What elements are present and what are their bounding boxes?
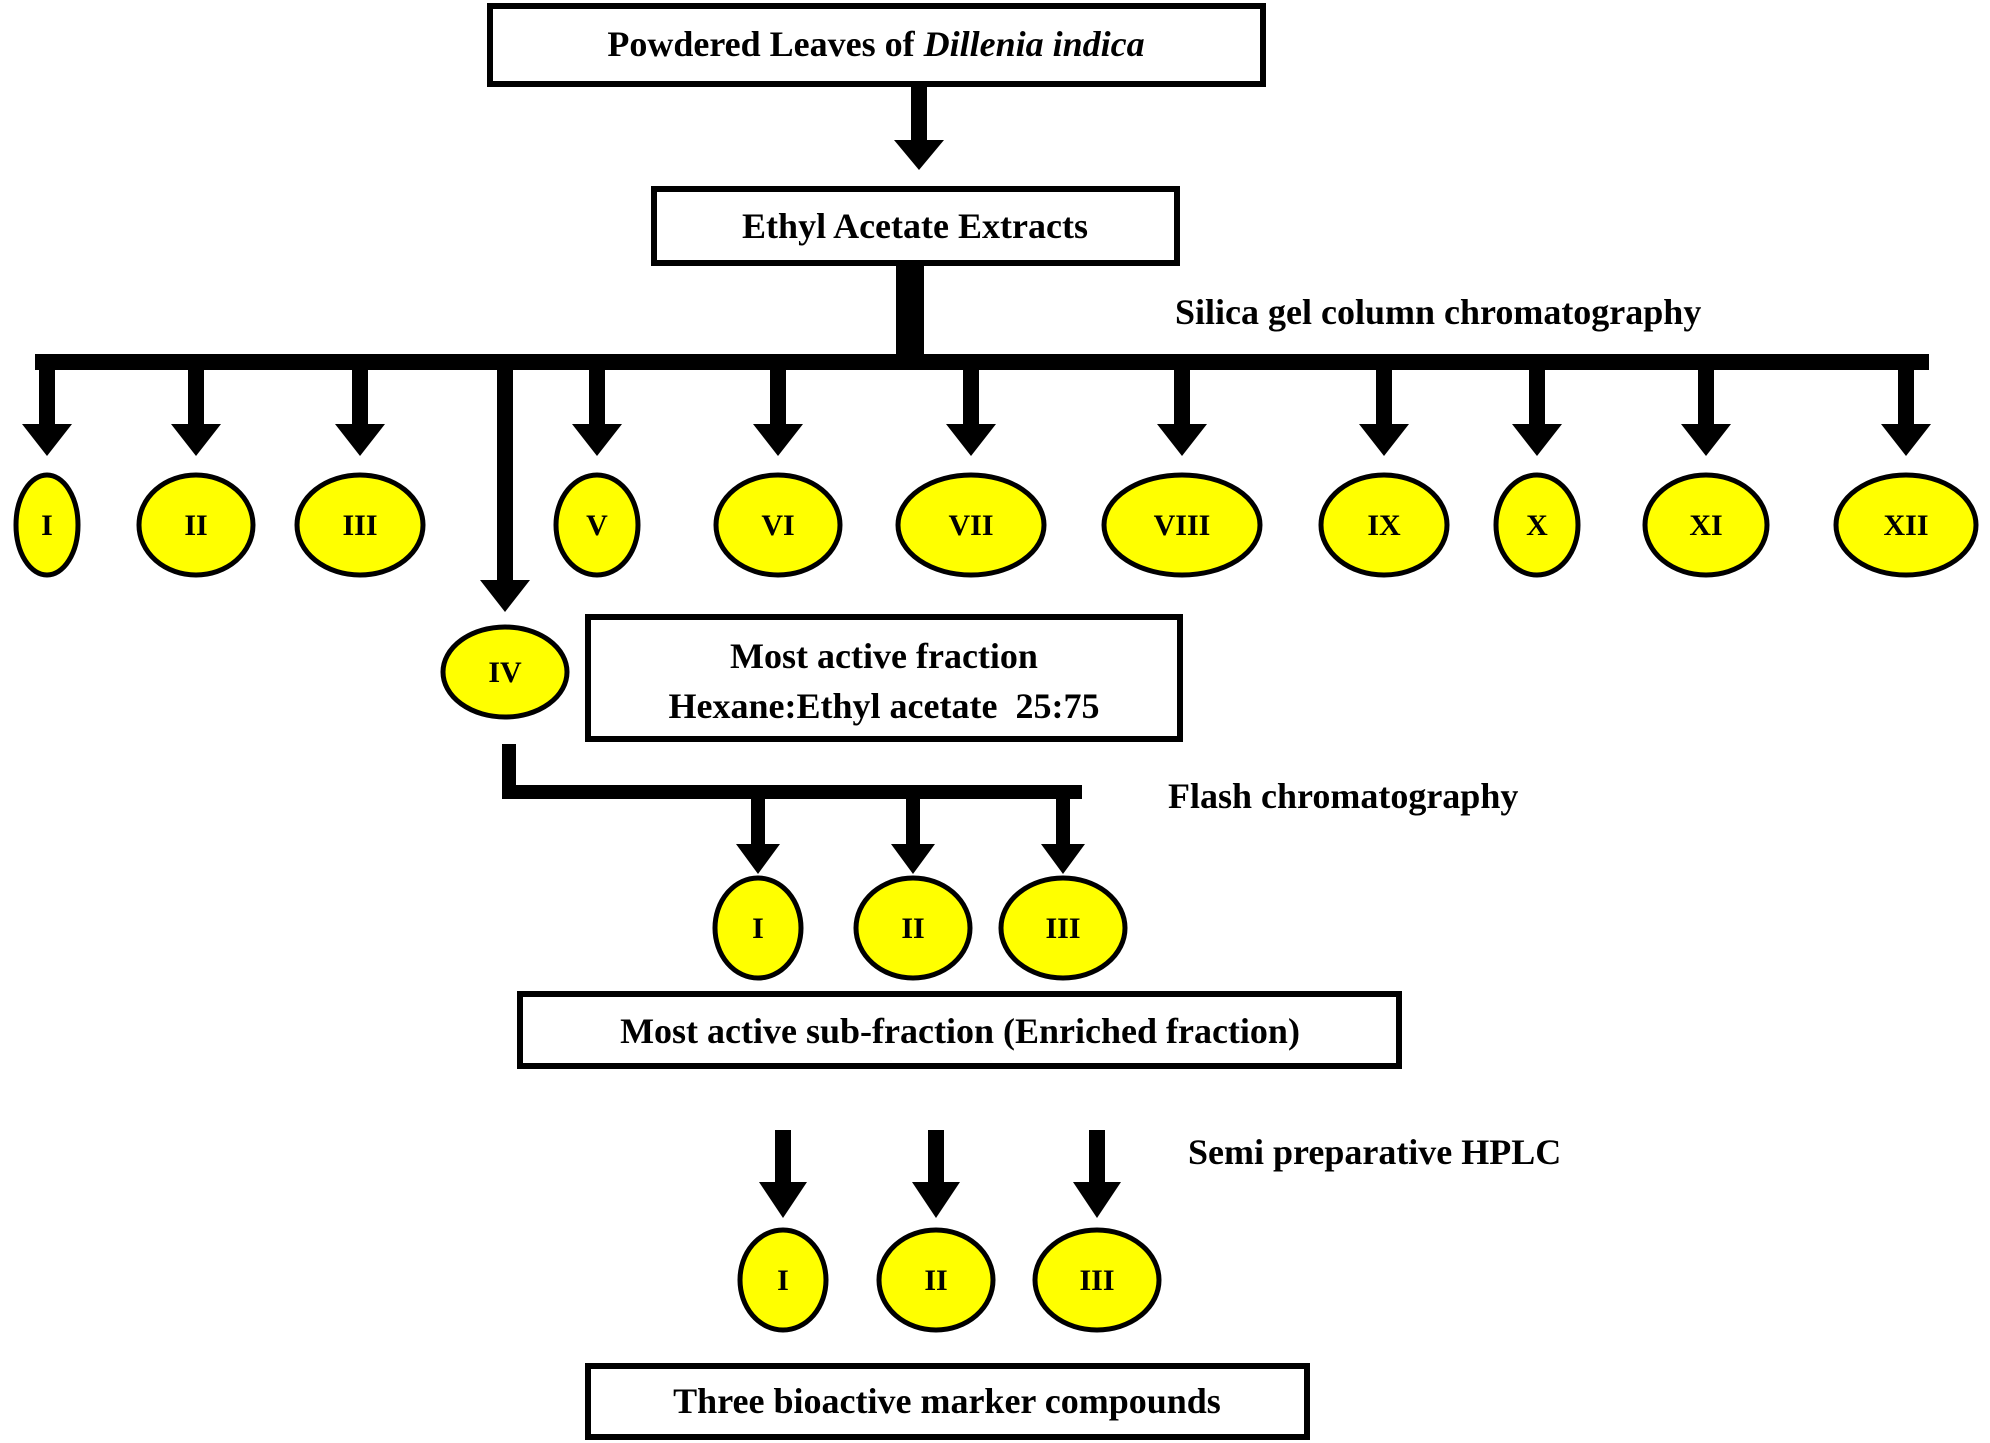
- fraction-node-12-label: XII: [1883, 509, 1928, 542]
- fraction-node-8: VIII: [1101, 472, 1263, 578]
- fraction-node-4-label: IV: [488, 656, 522, 689]
- drop-fraction-12-arrowhead: [1881, 424, 1931, 456]
- compound-node-2-shape: [876, 1227, 996, 1333]
- fraction-node-7: VII: [895, 472, 1047, 578]
- fraction-node-9-label: IX: [1367, 509, 1401, 542]
- fraction-node-10-label: X: [1526, 509, 1548, 542]
- drop-fraction-6-arrowhead: [753, 424, 803, 456]
- sub-fraction-node-3: III: [998, 875, 1128, 981]
- drop-fraction-8-arrowhead: [1157, 424, 1207, 456]
- fraction-node-10-shape: [1493, 472, 1581, 578]
- sub-fraction-node-2-shape: [853, 875, 973, 981]
- drop-compound-3-arrowhead: [1073, 1182, 1121, 1218]
- fraction-node-12-shape: [1833, 472, 1979, 578]
- fraction-node-6-label: VI: [761, 509, 794, 542]
- drop-compound-2-arrowhead: [912, 1182, 960, 1218]
- fraction-node-6: VI: [713, 472, 843, 578]
- fraction-node-7-label: VII: [948, 509, 993, 542]
- drop-sub-fraction-3-arrowhead: [1041, 844, 1085, 874]
- compound-node-2: II: [876, 1227, 996, 1333]
- drop-compound-1-arrowhead: [759, 1182, 807, 1218]
- fraction-node-4-shape: [440, 624, 570, 720]
- box-marker-compounds-label: Three bioactive marker compounds: [673, 1381, 1221, 1421]
- fraction-node-5: V: [553, 472, 641, 578]
- box-enriched-fraction: [517, 991, 1402, 1069]
- fraction-node-3: III: [294, 472, 426, 578]
- fraction-node-1-shape: [13, 472, 81, 578]
- fraction-node-11-shape: [1642, 472, 1770, 578]
- fraction-node-1-label: I: [41, 509, 53, 542]
- fraction-node-2: II: [136, 472, 256, 578]
- drop-fraction-5-arrowhead: [572, 424, 622, 456]
- arrowhead-extract: [894, 140, 944, 170]
- fraction-node-5-shape: [553, 472, 641, 578]
- drop-fraction-9-arrowhead: [1359, 424, 1409, 456]
- drop-fraction-10-arrowhead: [1512, 424, 1562, 456]
- fraction-drops: [22, 362, 1931, 456]
- compound-node-1: I: [737, 1227, 829, 1333]
- drop-fraction-3-arrowhead: [335, 424, 385, 456]
- fraction-node-8-label: VIII: [1154, 509, 1211, 542]
- fraction-node-3-label: III: [342, 509, 377, 542]
- method-hplc-label: Semi preparative HPLC: [1188, 1132, 1561, 1172]
- box-ethyl-acetate-extracts: [651, 186, 1180, 266]
- connectors: [22, 87, 1931, 1218]
- box-powdered-leaves: [487, 3, 1266, 87]
- fraction-node-12: XII: [1833, 472, 1979, 578]
- box-ethyl-acetate-extracts-label: Ethyl Acetate Extracts: [742, 206, 1088, 246]
- sub-fraction-node-1-label: I: [752, 912, 764, 945]
- fraction-node-10: X: [1493, 472, 1581, 578]
- arrowhead-fraction-iv: [480, 580, 530, 612]
- fraction-node-5-label: V: [586, 509, 608, 542]
- fraction-node-4: IV: [440, 624, 570, 720]
- fraction-node-2-label: II: [184, 509, 207, 542]
- box-enriched-fraction-label: Most active sub-fraction (Enriched fract…: [620, 1011, 1300, 1051]
- connector-iv-to-sub-bus: [502, 744, 1082, 799]
- sub-fraction-node-1: I: [712, 875, 804, 981]
- fraction-node-8-shape: [1101, 472, 1263, 578]
- fraction-node-9-shape: [1318, 472, 1450, 578]
- box-most-active-fraction-line1: Most active fraction: [730, 636, 1038, 676]
- method-silica-gel-label: Silica gel column chromatography: [1175, 292, 1701, 332]
- box-marker-compounds: [585, 1363, 1310, 1440]
- drop-fraction-11-arrowhead: [1681, 424, 1731, 456]
- box-powdered-leaves-label: Powdered Leaves of Dillenia indica: [607, 24, 1144, 64]
- sub-fraction-drops: [736, 790, 1085, 874]
- drop-fraction-2-arrowhead: [171, 424, 221, 456]
- drop-fraction-1-arrowhead: [22, 424, 72, 456]
- sub-fraction-node-3-shape: [998, 875, 1128, 981]
- fraction-node-2-shape: [136, 472, 256, 578]
- fraction-node-9: IX: [1318, 472, 1450, 578]
- compound-node-3: III: [1032, 1227, 1162, 1333]
- sub-fraction-node-3-label: III: [1045, 912, 1080, 945]
- fraction-node-6-shape: [713, 472, 843, 578]
- compound-node-1-label: I: [777, 1264, 789, 1297]
- fraction-node-7-shape: [895, 472, 1047, 578]
- drop-sub-fraction-1-arrowhead: [736, 844, 780, 874]
- fraction-node-11: XI: [1642, 472, 1770, 578]
- box-most-active-fraction: [585, 614, 1183, 742]
- sub-fraction-node-2-label: II: [901, 912, 924, 945]
- method-flash-label: Flash chromatography: [1168, 776, 1518, 816]
- compound-node-3-shape: [1032, 1227, 1162, 1333]
- sub-fraction-node-1-shape: [712, 875, 804, 981]
- compound-node-2-label: II: [924, 1264, 947, 1297]
- compound-node-1-shape: [737, 1227, 829, 1333]
- compound-node-3-label: III: [1079, 1264, 1114, 1297]
- sub-fraction-node-2: II: [853, 875, 973, 981]
- fraction-node-3-shape: [294, 472, 426, 578]
- fraction-node-11-label: XI: [1689, 509, 1722, 542]
- drop-fraction-7-arrowhead: [946, 424, 996, 456]
- compound-drops: [759, 1130, 1121, 1218]
- drop-sub-fraction-2-arrowhead: [891, 844, 935, 874]
- box-most-active-fraction-line2: Hexane:Ethyl acetate 25:75: [669, 686, 1100, 726]
- fraction-node-1: I: [13, 472, 81, 578]
